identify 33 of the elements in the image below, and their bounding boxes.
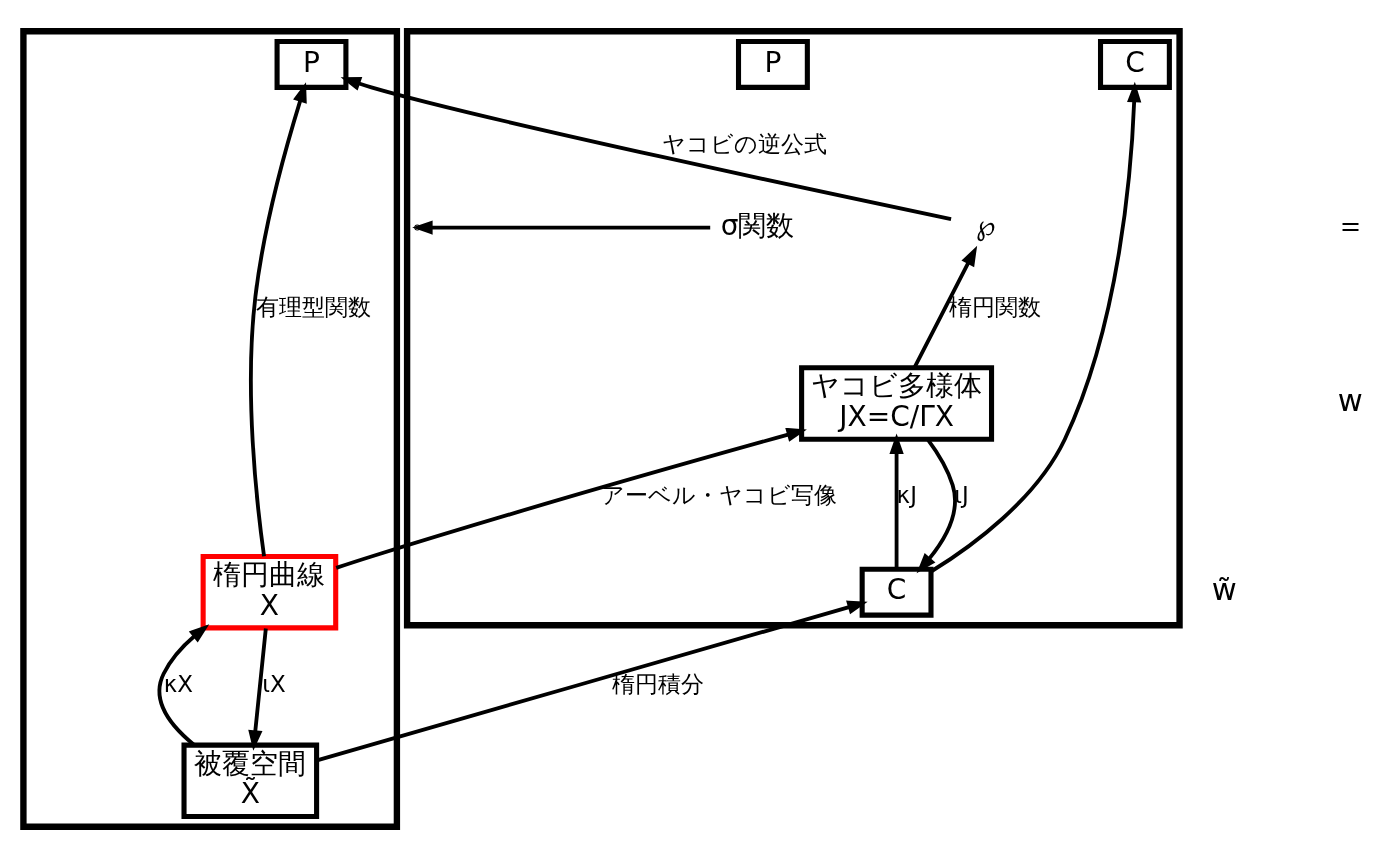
arrow bbox=[930, 81, 1142, 573]
label: w bbox=[1337, 382, 1363, 418]
edge-label: ιX bbox=[262, 670, 286, 697]
arrow bbox=[340, 76, 952, 221]
node-box: C bbox=[859, 566, 934, 618]
cluster bbox=[403, 27, 1183, 628]
arrow bbox=[335, 427, 807, 570]
arrow bbox=[157, 623, 210, 746]
node-text: σ関数 bbox=[720, 208, 795, 242]
arrow bbox=[889, 433, 904, 569]
edge-label: ヤコビの逆公式 bbox=[662, 130, 828, 157]
edge-label: ιJ bbox=[954, 481, 969, 508]
node-box: C bbox=[1098, 38, 1172, 90]
node-text: ℘ bbox=[976, 208, 996, 242]
edge-label: 楕円関数 bbox=[949, 293, 1042, 320]
arrow bbox=[249, 81, 307, 557]
node-box: 楕円曲線 X bbox=[200, 553, 339, 630]
node-box: P bbox=[274, 38, 349, 90]
edge-label: κJ bbox=[896, 481, 917, 508]
edge-label: 楕円積分 bbox=[611, 670, 704, 697]
arrow bbox=[248, 627, 268, 751]
node-box: ヤコビ多様体 JX=C/ΓX bbox=[799, 364, 995, 442]
arrow bbox=[316, 600, 868, 762]
edge-label: アーベル・ヤコビ写像 bbox=[600, 481, 837, 508]
arrow bbox=[912, 245, 978, 368]
node-box: 被覆空間 X̃ bbox=[181, 742, 320, 819]
cluster bbox=[20, 27, 401, 830]
node-box: P bbox=[735, 38, 810, 90]
edge-label: 有理型関数 bbox=[255, 293, 371, 320]
label: w̃ bbox=[1211, 571, 1237, 607]
label: ＝ bbox=[1334, 207, 1366, 242]
edge-label: κX bbox=[163, 670, 193, 697]
arrow bbox=[412, 219, 711, 235]
